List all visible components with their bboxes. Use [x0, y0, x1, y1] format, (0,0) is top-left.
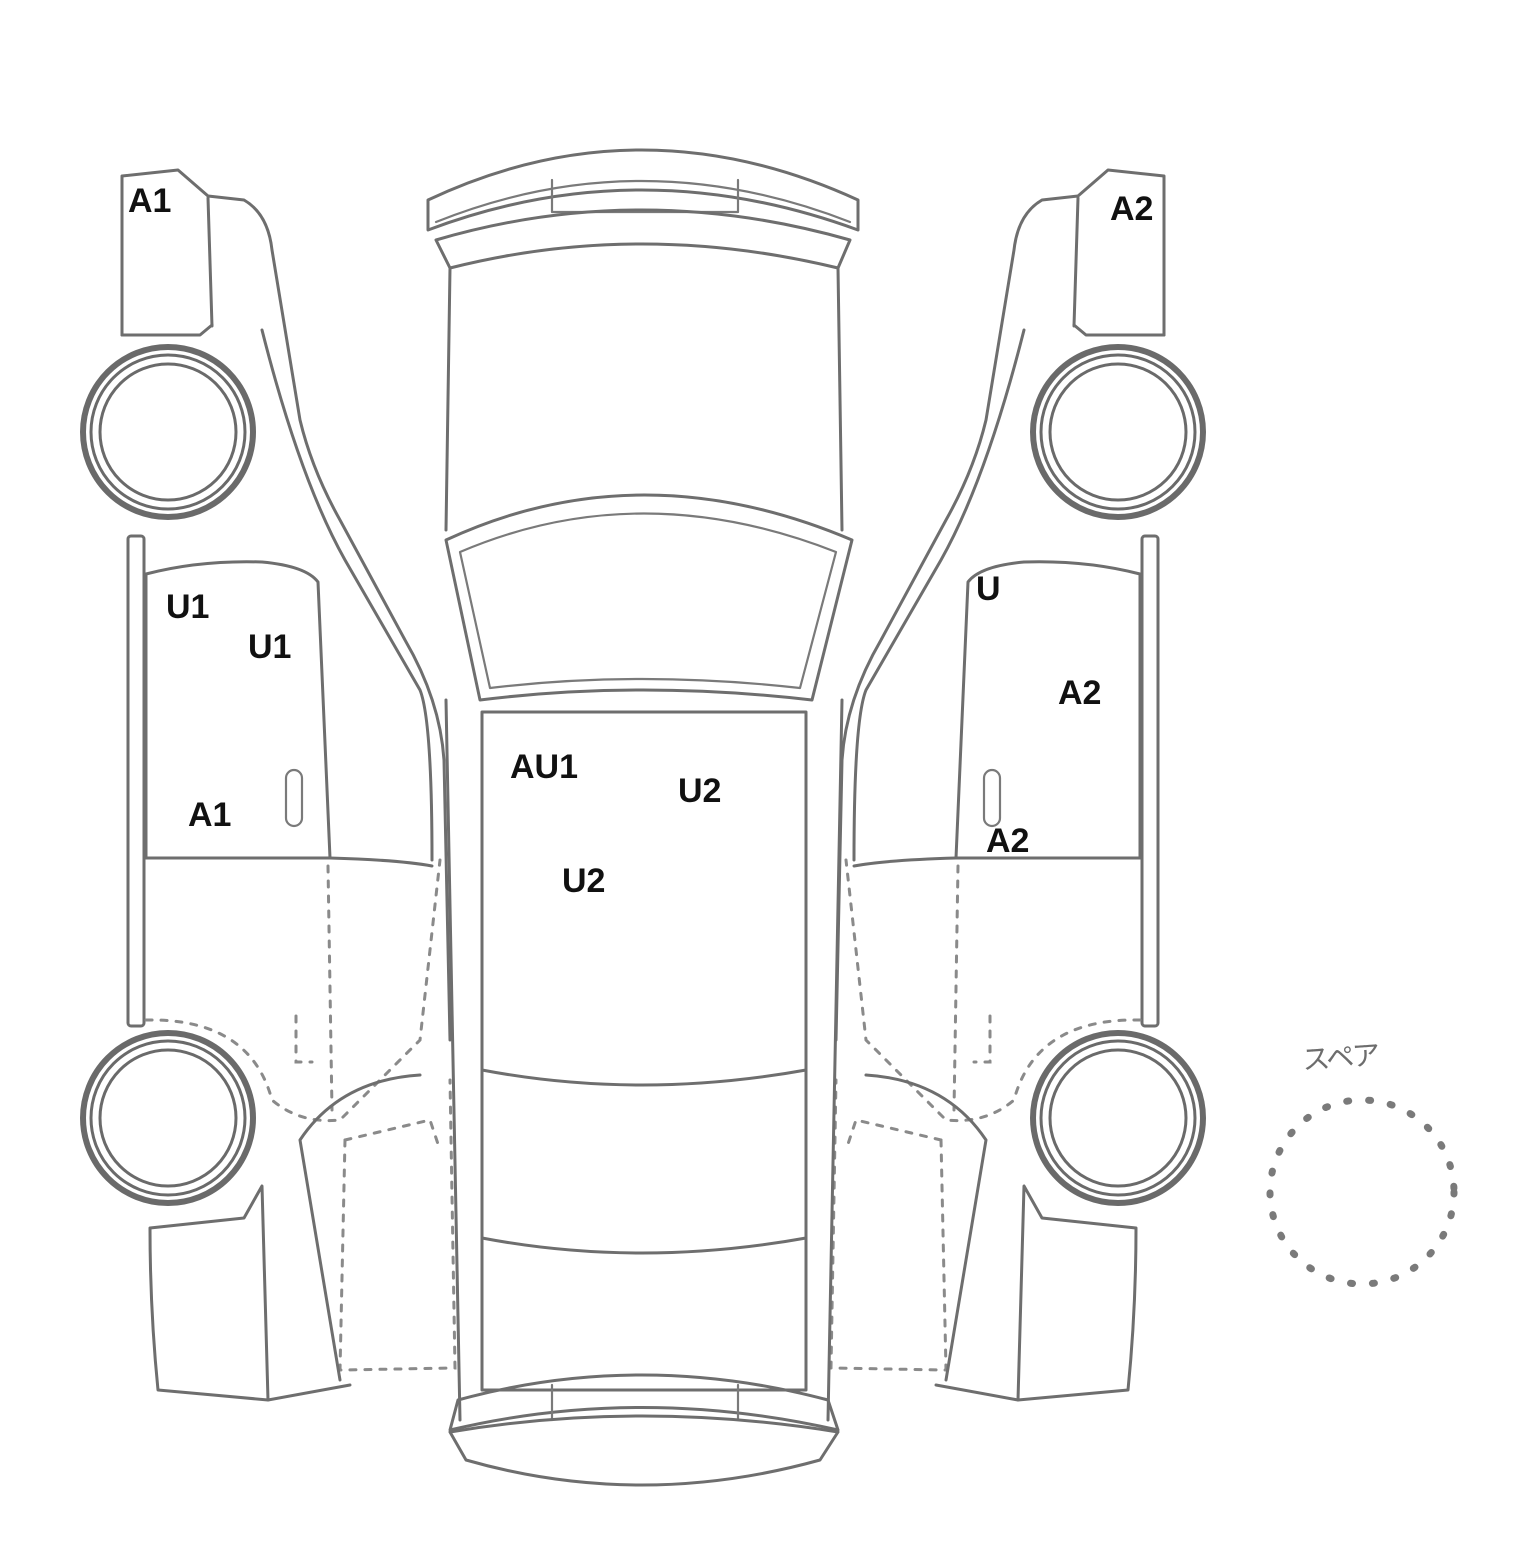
left-front-fender — [120, 168, 452, 1042]
left-side-view — [80, 168, 457, 1402]
left-rear-wheel — [80, 1030, 256, 1206]
mark-right-front-door-mid: A2 — [1058, 674, 1102, 712]
left-front-door — [144, 560, 332, 860]
left-front-wheel — [80, 344, 256, 520]
spare-label: スペア — [1301, 1038, 1380, 1077]
mark-left-front-fender: A1 — [128, 182, 172, 220]
top-view — [426, 148, 860, 1487]
roof — [480, 710, 808, 1392]
windshield — [444, 493, 854, 702]
rear-bumper — [448, 1373, 840, 1432]
left-rear-bumper — [148, 1184, 270, 1402]
mark-right-front-door-upper: U — [976, 570, 1001, 608]
front-bumper — [426, 148, 860, 232]
right-front-wheel — [1030, 344, 1206, 520]
mark-left-front-door-upper: U1 — [166, 588, 210, 626]
mark-right-front-door-lower: A2 — [986, 822, 1030, 860]
right-front-fender — [834, 168, 1166, 1042]
right-rear-bumper — [1016, 1184, 1138, 1402]
mark-roof-center: U2 — [562, 862, 606, 900]
hood — [444, 266, 844, 532]
right-side-view — [829, 168, 1206, 1402]
spare-tire-icon — [1266, 1096, 1458, 1288]
right-rear-wheel — [1030, 1030, 1206, 1206]
mark-roof-right: U2 — [678, 772, 722, 810]
mark-roof-left: AU1 — [510, 748, 579, 786]
right-front-door — [954, 560, 1142, 860]
mark-left-front-door-lower: A1 — [188, 796, 232, 834]
mark-left-front-door-mid: U1 — [248, 628, 292, 666]
mark-right-front-fender: A2 — [1110, 190, 1154, 228]
